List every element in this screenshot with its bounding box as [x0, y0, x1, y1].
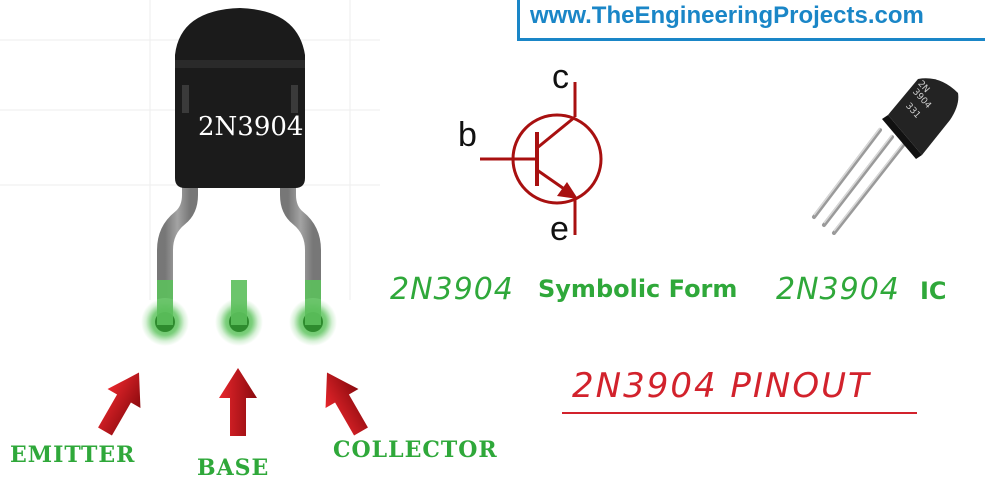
collector-wire — [536, 115, 576, 150]
package-body — [175, 8, 305, 188]
pinout-title: 2N3904 PINOUT — [572, 366, 871, 406]
ic-photo — [812, 78, 959, 235]
symbol-collector-letter: c — [552, 58, 569, 96]
symbol-caption-part: 2N3904 — [390, 272, 514, 307]
collector-arrow — [325, 372, 368, 436]
npn-symbol — [480, 82, 603, 235]
ic-lead-2 — [822, 135, 894, 227]
to92-package — [141, 8, 337, 346]
ic-lead-1 — [812, 128, 882, 219]
collector-lead — [280, 180, 321, 320]
ic-caption-text: IC — [920, 277, 947, 305]
website-url[interactable]: www.TheEngineeringProjects.com — [530, 2, 924, 29]
pin-label-collector: COLLECTOR — [333, 437, 498, 463]
emitter-lead — [157, 180, 198, 320]
symbol-base-letter: b — [458, 116, 477, 154]
website-banner — [517, 0, 985, 41]
ic-caption-part: 2N3904 — [776, 272, 900, 307]
title-underline — [562, 412, 917, 414]
pin-arrows — [98, 368, 368, 436]
pin-label-base: BASE — [197, 455, 270, 481]
base-arrow — [219, 368, 257, 436]
emitter-arrow — [98, 372, 141, 436]
ic-body — [888, 78, 959, 155]
symbol-caption-text: Symbolic Form — [538, 275, 738, 303]
package-part-number: 2N3904 — [198, 112, 304, 142]
emitter-arrowhead — [557, 182, 578, 199]
symbol-emitter-letter: e — [550, 210, 569, 248]
ic-lead-3 — [832, 142, 906, 235]
pin-label-emitter: EMITTER — [10, 442, 136, 468]
